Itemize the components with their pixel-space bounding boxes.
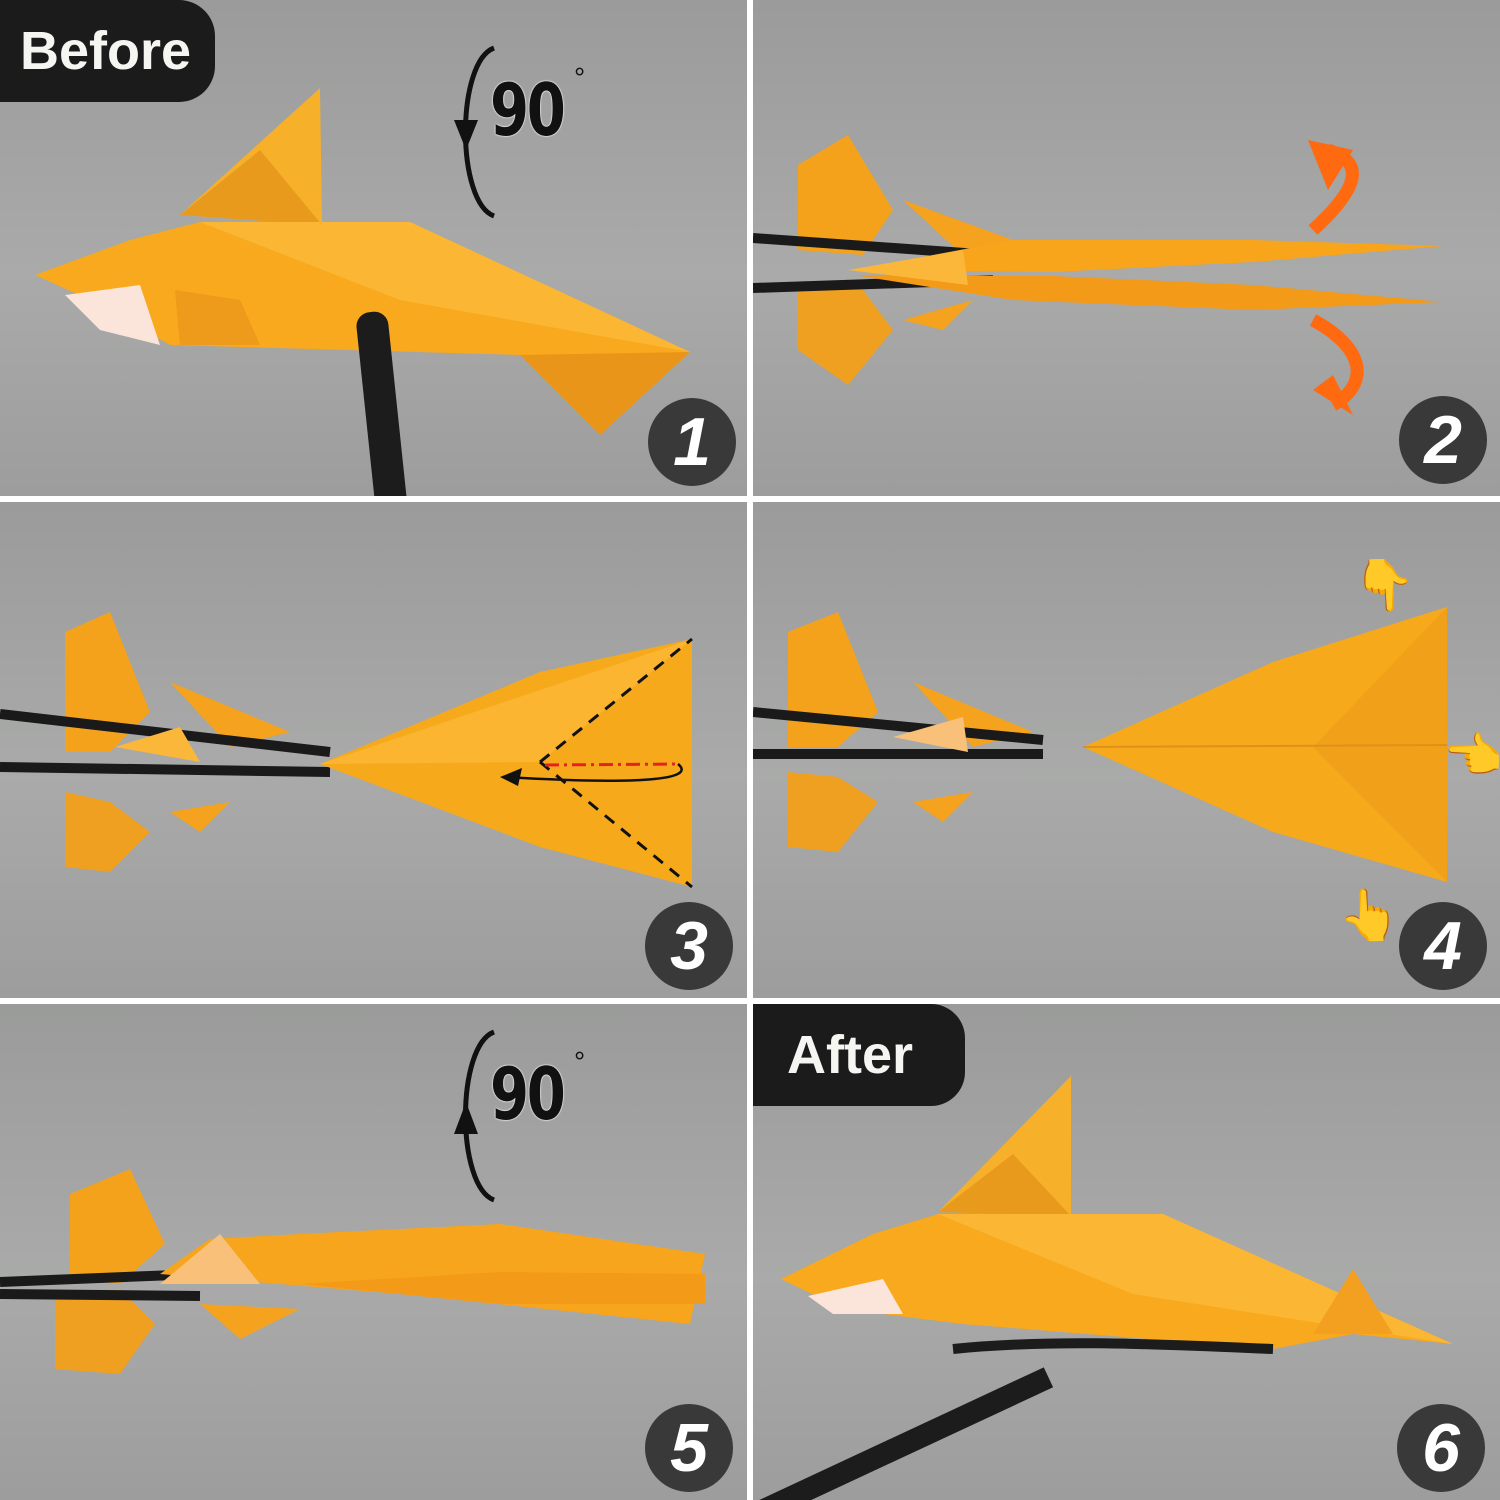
airplane-top-fold-image: [0, 612, 693, 889]
airplane-top-press-image: 👇 👈 👆: [753, 557, 1500, 943]
pointing-hand-icon: 👆: [1338, 886, 1400, 943]
step-5-panel: 90 ° 5: [0, 1004, 747, 1500]
pointing-hand-icon: 👈: [1443, 730, 1500, 783]
step-number-badge: 2: [1399, 396, 1487, 484]
step-2-panel: 2: [753, 0, 1500, 496]
step-4-panel: 👇 👈 👆 4: [753, 502, 1500, 998]
step-number-badge: 4: [1399, 902, 1487, 990]
after-label: After: [753, 1004, 966, 1106]
airplane-side-before-image: [35, 88, 690, 496]
degree-symbol: °: [574, 1046, 586, 1077]
step-number-badge: 3: [645, 902, 733, 990]
rotate-90-down: 90 °: [446, 42, 606, 222]
rotation-degrees: 90: [490, 68, 566, 152]
rotation-degrees: 90: [490, 1052, 566, 1136]
step-1-panel: Before 90 ° 1: [0, 0, 747, 496]
degree-symbol: °: [574, 62, 586, 93]
rotate-down-arrow-icon: [454, 45, 496, 219]
step-number-badge: 6: [1397, 1404, 1485, 1492]
airplane-side-after-image: [753, 1076, 1453, 1500]
airplane-top-open-image: [753, 135, 1443, 415]
step-number-badge: 5: [645, 1404, 733, 1492]
step-6-panel: After 6: [753, 1004, 1500, 1500]
step-3-panel: 3: [0, 502, 747, 998]
before-label: Before: [0, 0, 216, 102]
airplane-top-closed-image: [0, 1169, 705, 1374]
rotate-90-up: 90 °: [446, 1026, 606, 1206]
rotate-up-arrow-icon: [454, 1029, 496, 1203]
pointing-hand-icon: 👇: [1353, 557, 1415, 615]
step-number-badge: 1: [648, 398, 736, 486]
